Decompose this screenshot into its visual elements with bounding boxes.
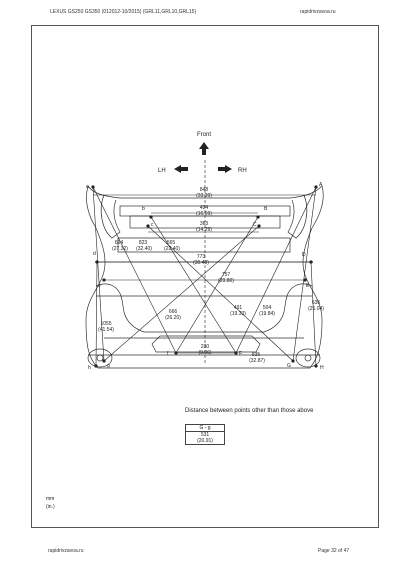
dim-848-in: (33.39) <box>196 193 212 199</box>
lh-label: LH <box>158 168 166 174</box>
point-label-H: H <box>320 365 324 371</box>
dim-848: 848 <box>200 187 209 193</box>
distance-pair: G - g <box>186 425 224 432</box>
dim-636-in: (25.04) <box>308 306 324 312</box>
point-label-C: C <box>253 222 257 228</box>
dimension-labels: 848 (33.39) 424 (16.69) 363 (14.29) 694 … <box>98 187 324 364</box>
dim-1055-in: (41.54) <box>98 327 114 333</box>
dim-363: 363 <box>200 221 209 227</box>
dim-424: 424 <box>200 205 209 211</box>
page-frame <box>31 25 379 528</box>
dim-666-in: (26.20) <box>165 315 181 321</box>
dim-835-in: (32.87) <box>249 358 265 364</box>
dim-565: 565 <box>167 240 176 246</box>
dim-823: 823 <box>139 240 148 246</box>
dim-835: 835 <box>252 352 261 358</box>
right-arrow-icon <box>218 165 232 173</box>
rh-label: RH <box>238 168 247 174</box>
dimension-lines <box>92 160 317 367</box>
unit-in: (in.) <box>46 504 55 510</box>
dim-363-in: (14.29) <box>196 227 212 233</box>
point-label-A: A <box>319 182 323 188</box>
front-label: Front <box>197 132 211 138</box>
left-arrow-icon <box>174 165 188 173</box>
dim-565-in: (22.40) <box>164 246 180 252</box>
point-label-d: d <box>93 251 96 257</box>
point-label-b: b <box>142 206 145 212</box>
dim-230: 230 <box>201 344 210 350</box>
dim-491: 491 <box>234 305 243 311</box>
distance-in: (20.91) <box>197 438 213 444</box>
dim-504: 504 <box>263 305 272 311</box>
unit-mm: mm <box>46 496 55 502</box>
dim-757-in: (29.80) <box>218 278 234 284</box>
dim-757: 757 <box>222 272 231 278</box>
dim-1055: 1055 <box>100 321 111 327</box>
distance-table: G - g 531 (20.91) <box>185 424 225 445</box>
dim-504-in: (19.84) <box>259 311 275 317</box>
dim-773-in: (30.43) <box>193 260 209 266</box>
dim-773: 773 <box>197 254 206 260</box>
footer-page: Page 32 of 47 <box>318 548 350 554</box>
front-arrow-icon <box>199 142 209 155</box>
point-label-F: F <box>239 351 242 357</box>
point-label-c: c <box>151 222 154 228</box>
dim-666: 666 <box>169 309 178 315</box>
point-label-h: h <box>88 365 91 371</box>
header-site: rapidrivzavoa.ru <box>300 9 336 15</box>
point-label-a: a <box>86 184 89 190</box>
point-label-G: G <box>287 363 291 369</box>
point-label-B: B <box>264 206 268 212</box>
distance-value: 531 (20.91) <box>186 432 224 444</box>
dim-694: 694 <box>115 240 124 246</box>
dim-424-in: (16.69) <box>196 211 212 217</box>
subframe-outline <box>85 185 324 369</box>
dim-491-in: (19.33) <box>230 311 246 317</box>
dim-636: 636 <box>312 300 321 306</box>
point-label-g: g <box>107 363 110 369</box>
distance-note: Distance between points other than those… <box>185 408 314 414</box>
header-model: LEXUS GS250 GS350 (012012-10/2015) (GRL1… <box>50 9 197 15</box>
point-label-E: E <box>306 283 310 289</box>
point-label-D: D <box>302 252 306 258</box>
dim-823-in: (32.40) <box>136 246 152 252</box>
distance-mm: 531 <box>200 432 210 438</box>
dim-694-in: (27.32) <box>112 246 128 252</box>
dim-230-in: (9.06) <box>198 350 211 356</box>
point-label-f: f <box>167 351 169 357</box>
footer-site: rapidrivzavoa.ru <box>48 548 84 554</box>
